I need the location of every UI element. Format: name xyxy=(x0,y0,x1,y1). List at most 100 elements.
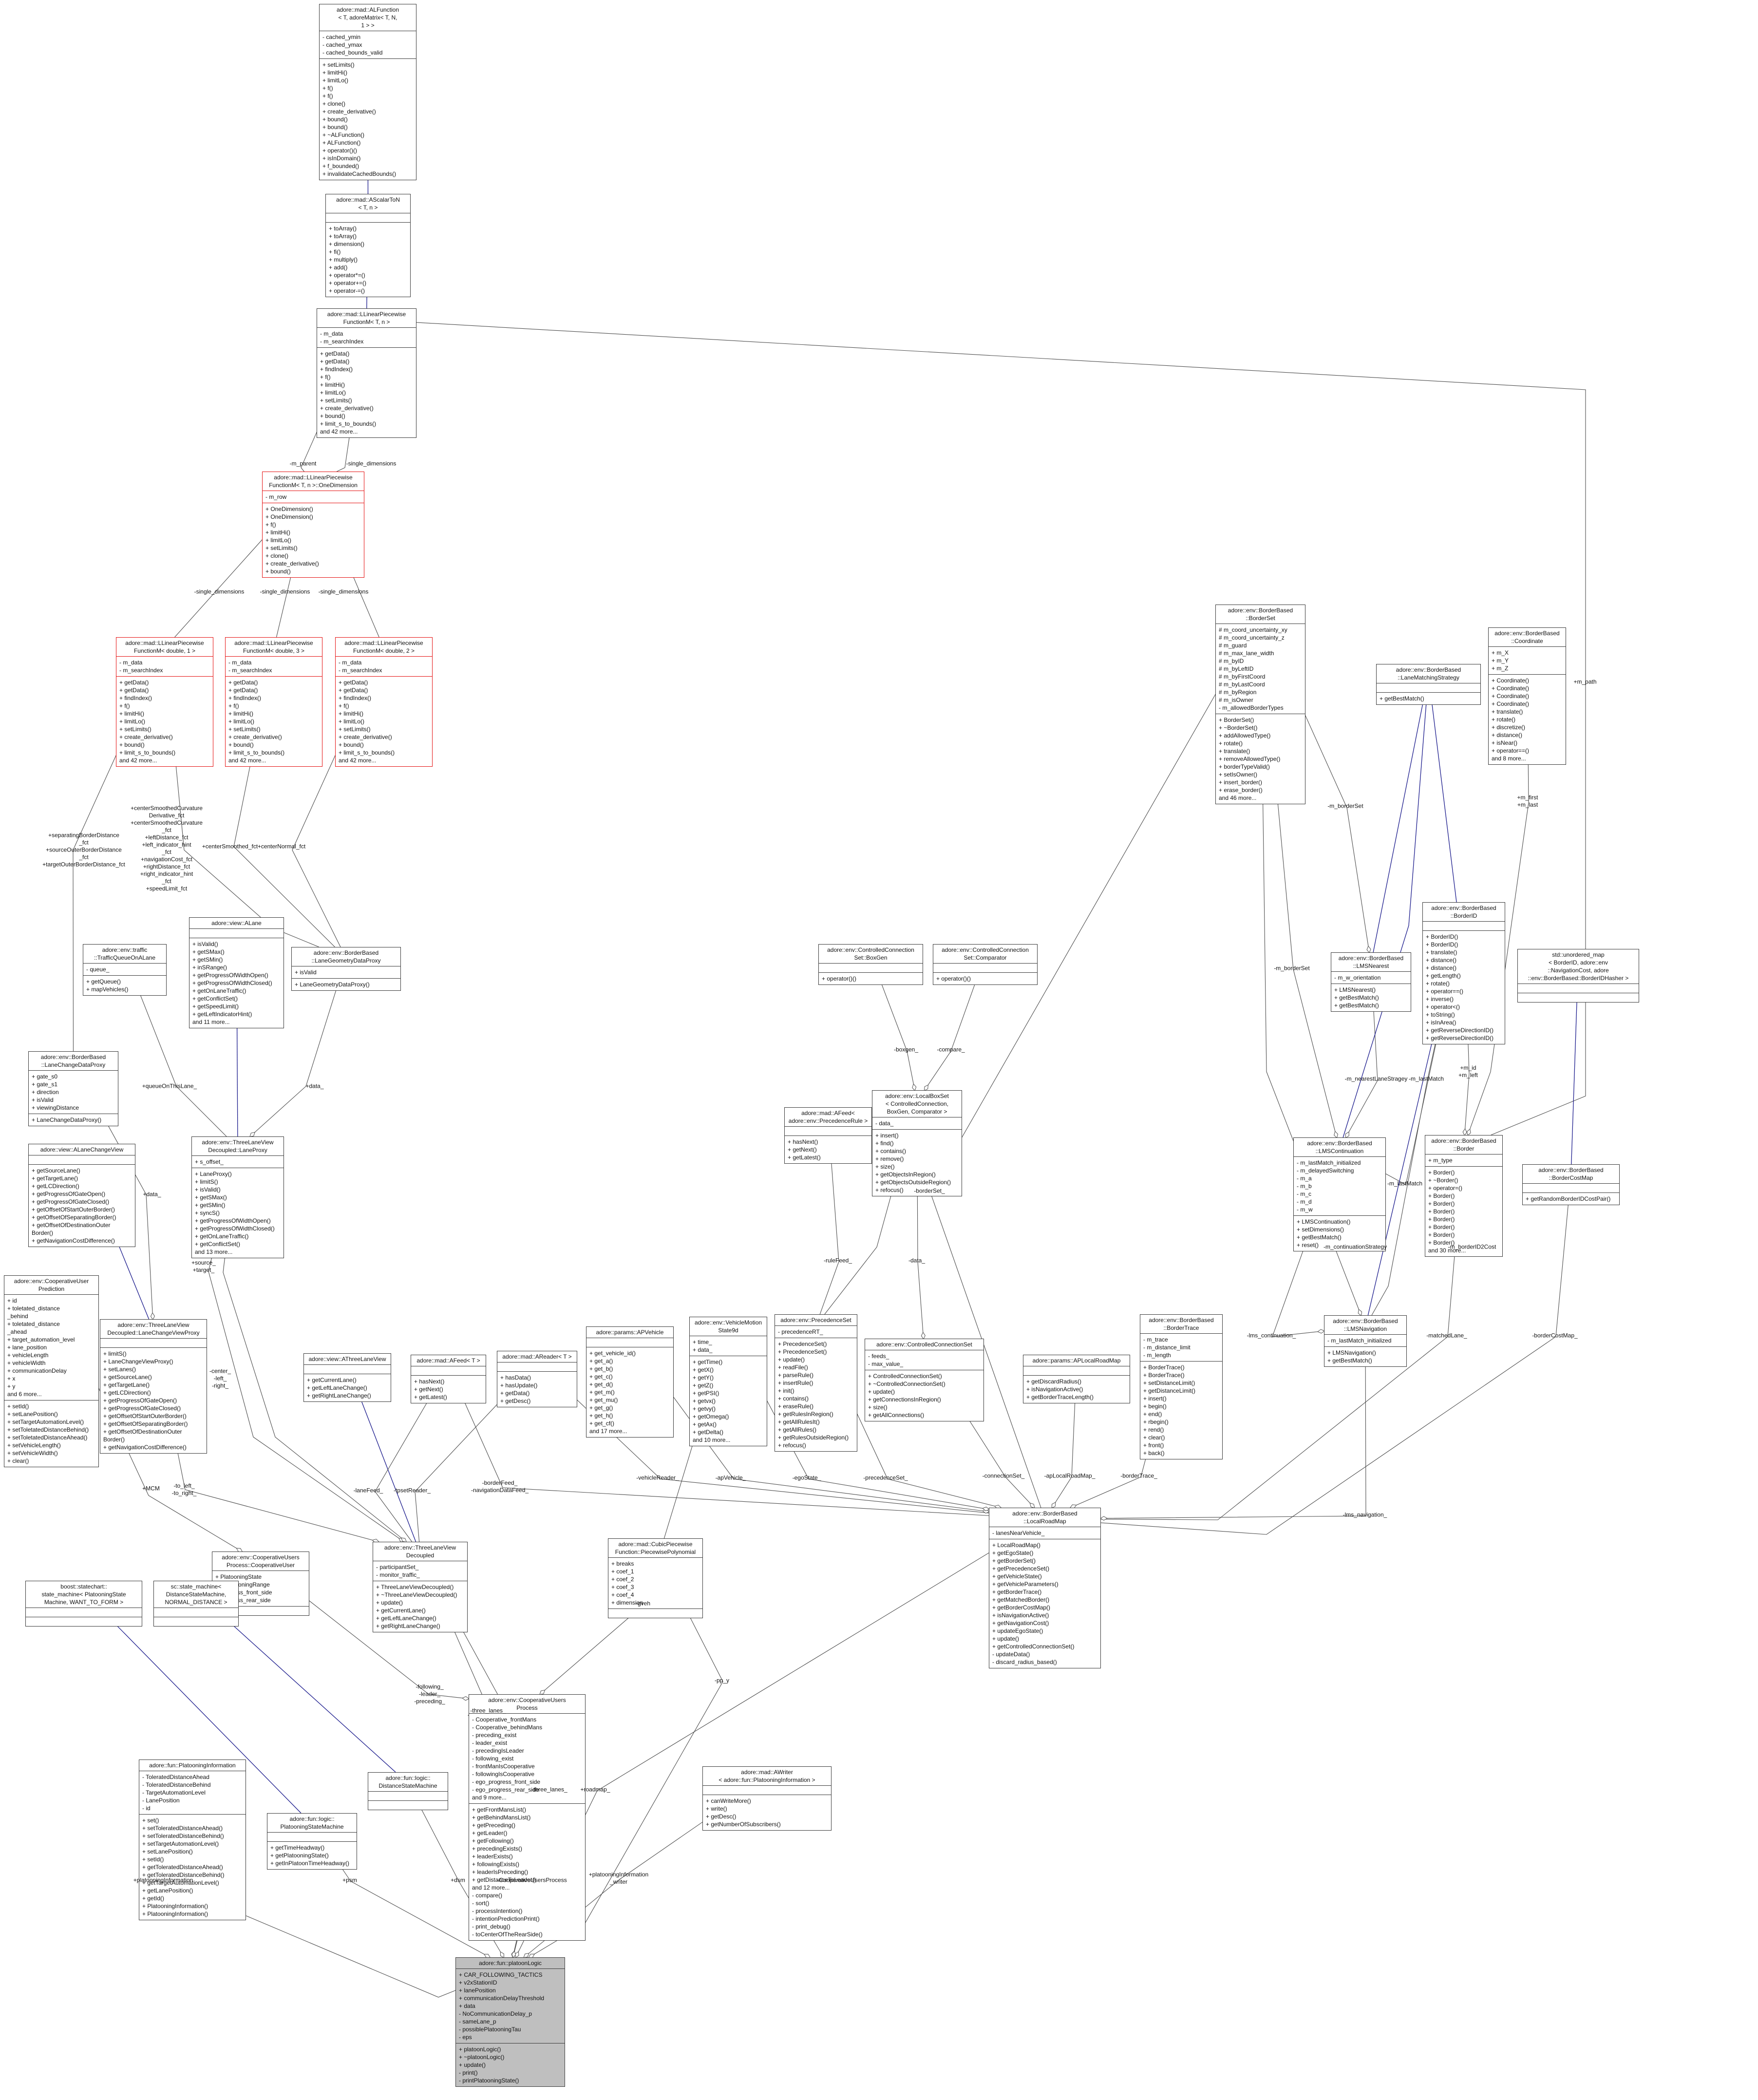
class-member-line: + getPSI() xyxy=(693,1390,719,1397)
class-member-line: and 42 more... xyxy=(320,428,358,435)
edge-label: -vehicleReader_ xyxy=(636,1474,679,1481)
class-trafficqueue: adore::env::traffic::TrafficQueueOnALane… xyxy=(83,944,167,996)
class-member-line: + borderTypeValid() xyxy=(1219,763,1270,770)
edge-label: -lms_navigation_ xyxy=(1342,1511,1387,1518)
class-member-line: + limit_s_to_bounds() xyxy=(320,420,377,427)
class-member-line: + remove() xyxy=(875,1155,904,1162)
class-member-line: + setToleratedDistanceAhead() xyxy=(142,1825,223,1832)
class-member-line: + getSMin() xyxy=(192,956,223,963)
class-member-line: + toArray() xyxy=(329,233,357,240)
class-member-line: + getAx() xyxy=(693,1421,717,1428)
class-member-line: + getPlatooningState() xyxy=(270,1852,329,1859)
class-member-line: + getToleratedDistanceBehind() xyxy=(142,1872,225,1878)
class-member-line: + getVehicleParameters() xyxy=(992,1581,1059,1588)
class-member-line: + setLimits() xyxy=(339,726,371,733)
class-member-line: + id xyxy=(7,1297,17,1304)
class-member-line: + ~Border() xyxy=(1428,1177,1458,1184)
class-title-line: adore::env::BorderBased xyxy=(1494,630,1560,637)
class-member-line: + getReverseDirectionID() xyxy=(1426,1035,1494,1041)
class-member-line: + setToletatedDistanceAhead() xyxy=(7,1434,88,1441)
class-member-line: + PlatooningInformation() xyxy=(142,1911,208,1917)
edge-label: -m_parent xyxy=(289,460,317,467)
class-member-line: - discard_radius_based() xyxy=(992,1659,1057,1665)
class-member-line: + gate_s0 xyxy=(32,1073,58,1080)
class-member-line: + Border() xyxy=(1428,1239,1455,1246)
class-member-line: + getProgressOfGateOpen() xyxy=(32,1191,106,1197)
edge-label: -m_borderID2Cost xyxy=(1448,1243,1496,1250)
class-lanechangedata: adore::env::BorderBased::LaneChangeDataP… xyxy=(28,1051,118,1126)
class-member-line: + PlatooningState xyxy=(215,1573,262,1580)
class-member-line: + Border() xyxy=(1428,1224,1455,1230)
class-title-line: adore::env::BorderBased xyxy=(1431,905,1496,911)
class-title-line: adore::mad::AFeed< T > xyxy=(416,1357,480,1364)
class-member-line: + getLCDirection() xyxy=(32,1183,79,1190)
class-title-line: BoxGen, Comparator > xyxy=(887,1108,947,1115)
edge-label: -ruleFeed_ xyxy=(823,1257,852,1264)
class-member-line: + ALFunction() xyxy=(322,139,361,146)
class-member-line: + contains() xyxy=(778,1395,809,1402)
class-member-line: + getSMax() xyxy=(195,1194,227,1201)
edge-label: -borderFeed_ -navigationDataFeed_ xyxy=(471,1479,529,1494)
class-member-line: + limitLo() xyxy=(228,718,255,725)
edge-label: -three_lanes_ xyxy=(470,1707,506,1714)
class-title-line: adore::fun::platoonLogic xyxy=(479,1960,542,1967)
class-title-line: ::TrafficQueueOnALane xyxy=(94,954,156,961)
class-member-line: - NoCommunicationDelay_p xyxy=(459,2010,532,2017)
class-member-line: + getvx() xyxy=(693,1398,716,1404)
class-member-line: + f() xyxy=(119,702,130,709)
class-member-line: + multiply() xyxy=(329,256,358,263)
class-member-line: + getProgressOfGateOpen() xyxy=(103,1397,177,1404)
class-member-line: + getConflictSet() xyxy=(195,1241,241,1248)
class-member-line: - frontManIsCooperative xyxy=(472,1763,535,1770)
class-member-line: + getRulesInRegion() xyxy=(778,1411,833,1418)
class-title-line: adore::env::ControlledConnection xyxy=(942,946,1029,953)
class-title-line: Set::Comparator xyxy=(964,954,1007,961)
class-title-line: Prediction xyxy=(38,1286,65,1292)
class-member-line: + setTargetAutomationLevel() xyxy=(7,1419,84,1425)
class-title-line: ::BorderSet xyxy=(1246,615,1275,622)
class-member-line: + setLimits() xyxy=(228,726,261,733)
class-member-line: + limitS() xyxy=(103,1350,127,1357)
edge-label: -compare_ xyxy=(937,1046,965,1053)
class-title-line: std::unordered_map xyxy=(1552,951,1605,958)
edge-label: -single_dimensions xyxy=(346,460,397,467)
class-member-line: + getDesc() xyxy=(500,1398,531,1404)
class-member-line: # m_byRegion xyxy=(1219,689,1257,696)
class-member-line: + v2xStationID xyxy=(459,1979,497,1986)
class-member-line: + setLimits() xyxy=(119,726,151,733)
class-member-line: + getRandomBorderIDCostPair() xyxy=(1526,1195,1611,1202)
class-member-line: - m_length xyxy=(1143,1352,1171,1359)
class-member-line: + isNear() xyxy=(1492,739,1518,746)
class-member-line: + getCurrentLane() xyxy=(376,1607,426,1614)
class-member-line: + limitLo() xyxy=(320,389,346,396)
class-member-line: + getLeader() xyxy=(472,1830,508,1836)
class-member-line: + setDistanceLimit() xyxy=(1143,1380,1195,1386)
class-member-line: and 8 more... xyxy=(1492,755,1526,762)
class-member-line: + data xyxy=(459,2003,475,2009)
class-member-line: + toletated_distance xyxy=(7,1305,60,1312)
class-member-line: - m_a xyxy=(1297,1175,1312,1182)
class-title-line: adore::fun::PlatooningInformation xyxy=(149,1762,236,1769)
class-title-line: adore::env::ThreeLaneView xyxy=(384,1544,456,1551)
edge-label: +platooningInformation _writer xyxy=(588,1871,649,1885)
class-member-line: and 17 more... xyxy=(589,1428,627,1435)
class-member-line: + getOnLaneTraffic() xyxy=(195,1233,249,1240)
class-title-line: < ControlledConnection, xyxy=(885,1100,949,1107)
class-member-line: + getLeftLaneChange() xyxy=(376,1615,436,1622)
class-member-line: - following_exist xyxy=(472,1755,514,1762)
edge-label: -m_borderSet xyxy=(1274,965,1310,972)
edge-label: +platooningInformation xyxy=(133,1876,193,1884)
class-member-line: + bound() xyxy=(322,116,348,123)
class-member-line: - leader_exist xyxy=(472,1740,508,1746)
class-member-line: + time_ xyxy=(693,1339,712,1345)
class-member-line: + getTimeHeadway() xyxy=(270,1844,325,1851)
class-member-line: + f_bounded() xyxy=(322,163,359,170)
class-title-line: FunctionM< double, 1 > xyxy=(133,647,196,654)
class-member-line: + canWriteMore() xyxy=(706,1797,751,1804)
class-member-line: + getNext() xyxy=(414,1386,443,1393)
class-member-line: - ego_progress_rear_side xyxy=(472,1786,539,1793)
